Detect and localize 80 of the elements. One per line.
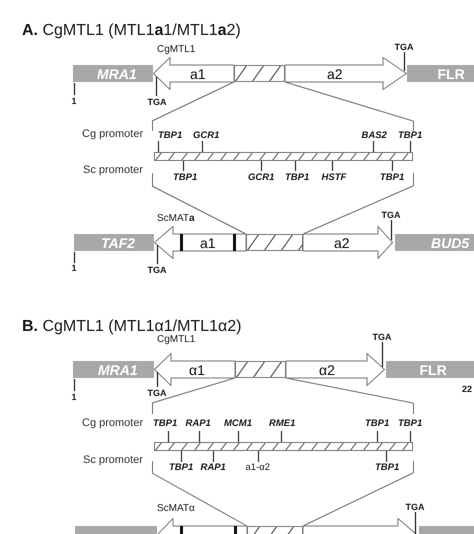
panel-heading: A. CgMTL1 (MTL1a1/MTL1a2): [22, 23, 241, 39]
connector-line: [284, 82, 414, 122]
gene-label: MRA1: [98, 362, 138, 376]
connector-line: [152, 82, 234, 122]
position-label: 22: [462, 384, 472, 394]
binding-site-label: RME1: [269, 419, 296, 428]
position-label: 1: [72, 392, 77, 402]
hatched-region: [246, 234, 303, 251]
binding-site-label: GCR1: [248, 173, 274, 182]
connector-line: [286, 378, 414, 404]
gene-box: [407, 65, 474, 82]
stop-codon-label: TGA: [372, 332, 392, 342]
gene-segment: [154, 353, 235, 386]
binding-site-label: RAP1: [200, 463, 226, 472]
panel-heading: B. CgMTL1 (MTL1α1/MTL1α2): [22, 319, 242, 335]
binding-site-label: TBP1: [365, 419, 390, 428]
gene-name-label: ScMATa: [157, 214, 195, 224]
gene-box: [74, 234, 154, 251]
position-label: 1: [72, 264, 77, 272]
connector-line: [152, 186, 246, 234]
binding-site-label: a1-α2: [246, 463, 270, 472]
stop-codon-label: TGA: [382, 210, 400, 220]
gene-segment: [157, 518, 247, 534]
gene-label: BUD5: [431, 236, 470, 250]
binding-site-label: TBP1: [375, 463, 400, 472]
gene-name-label: ScMATα: [157, 504, 195, 514]
binding-site-label: TBP1: [169, 463, 194, 472]
position-label: 1: [72, 96, 77, 106]
gene-label: a1: [190, 66, 206, 80]
binding-site-label: TBP1: [285, 173, 310, 182]
stop-codon-label: TGA: [148, 98, 166, 106]
gene-label: TAF2: [101, 236, 135, 250]
gene-segment: [303, 518, 417, 534]
connector-line: [302, 186, 414, 234]
hatched-region: [235, 361, 286, 378]
binding-site-label: MCM1: [224, 419, 252, 428]
binding-site-label: RAP1: [186, 419, 211, 428]
gene-box: [419, 526, 474, 534]
stop-codon-label: TGA: [406, 502, 424, 512]
binding-site-label: TBP1: [158, 131, 182, 140]
gene-label: FLR: [420, 362, 447, 376]
binding-site-label: TBP1: [153, 419, 178, 428]
gene-label: a2: [334, 236, 350, 250]
stop-codon-label: TGA: [148, 266, 166, 274]
row-label: Sc promoter: [83, 454, 143, 466]
gene-name-label: CgMTL1: [157, 45, 196, 55]
gene-label: a2: [327, 66, 343, 80]
hatched-region: [234, 65, 285, 82]
binding-site-label: TBP1: [173, 173, 198, 182]
binding-site-label: GCR1: [193, 131, 220, 140]
binding-site-label: BAS2: [362, 131, 387, 140]
gene-segment: [285, 57, 407, 90]
binding-site-label: TBP1: [398, 419, 422, 428]
gene-box: [73, 65, 153, 82]
hatched-region: [247, 526, 303, 534]
gene-label: α2: [319, 362, 335, 376]
gene-segment: [153, 57, 234, 90]
connector-line: [302, 472, 414, 526]
gene-segment: [154, 226, 246, 259]
gene-label: FLR: [438, 66, 465, 80]
gene-box: [395, 234, 474, 251]
binding-site-label: TBP1: [398, 131, 422, 140]
binding-site-label: HSTF: [322, 173, 346, 182]
gene-label: α1: [189, 362, 205, 376]
row-label: Cg promoter: [82, 128, 144, 140]
stop-codon-label: TGA: [394, 42, 414, 52]
gene-name-label: CgMTL1: [157, 335, 196, 345]
gene-box: [75, 526, 157, 534]
connector-line: [152, 378, 236, 404]
connector-line: [152, 472, 248, 526]
gene-box: [73, 361, 154, 378]
gene-label: MRA1: [97, 66, 137, 80]
stop-codon-label: TGA: [148, 388, 166, 398]
gene-box: [386, 361, 474, 378]
gene-label: a1: [200, 236, 216, 250]
gene-segment: [286, 353, 385, 386]
row-label: Cg promoter: [82, 418, 144, 428]
gene-segment: [303, 226, 393, 259]
row-label: Sc promoter: [83, 164, 143, 176]
binding-site-label: TBP1: [380, 173, 404, 182]
